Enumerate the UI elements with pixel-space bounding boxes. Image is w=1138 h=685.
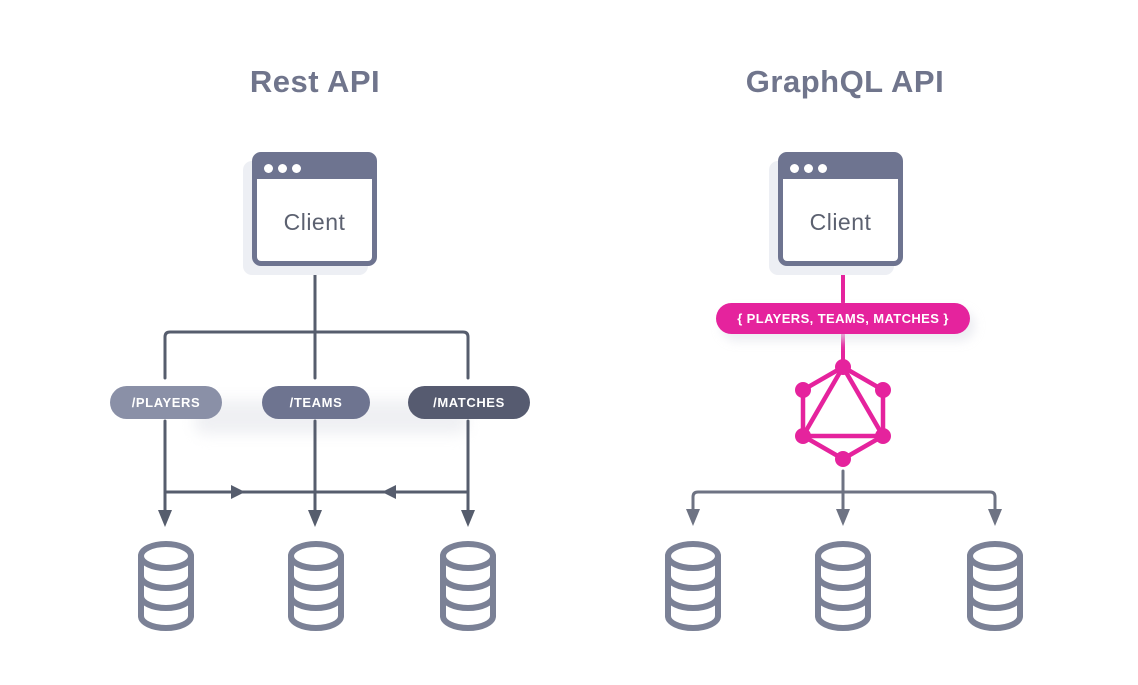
- database-icon: [141, 544, 191, 628]
- database-icon: [668, 544, 718, 628]
- database-icon: [818, 544, 868, 628]
- window-dot: [278, 163, 287, 173]
- graphql-arrowheads: [686, 509, 1002, 526]
- rest-api-title: Rest API: [249, 64, 381, 99]
- database-icon: [970, 544, 1020, 628]
- window-titlebar: [783, 157, 898, 179]
- client-label: Client: [283, 209, 346, 235]
- database-icons: [141, 544, 1020, 628]
- browser-window-icon: Client: [252, 152, 377, 266]
- window-dot: [790, 163, 799, 173]
- graphql-logo-icon: [795, 359, 891, 467]
- graphql-api-title: GraphQL API: [745, 64, 945, 99]
- endpoint-pill-teams: /TEAMS: [262, 386, 370, 419]
- client-label: Client: [809, 209, 872, 235]
- rest-arrowheads: [158, 485, 475, 527]
- window-titlebar: [257, 157, 372, 179]
- graphql-query-pill: { PLAYERS, TEAMS, MATCHES }: [716, 303, 970, 334]
- window-dot: [292, 163, 301, 173]
- window-dot: [264, 163, 273, 173]
- endpoint-pill-players: /PLAYERS: [110, 386, 222, 419]
- window-dot: [804, 163, 813, 173]
- graphql-connector-lines: [691, 469, 997, 512]
- database-icon: [291, 544, 341, 628]
- browser-window-icon: Client: [778, 152, 903, 266]
- endpoint-pill-matches: /MATCHES: [408, 386, 530, 419]
- database-icon: [443, 544, 493, 628]
- window-dot: [818, 163, 827, 173]
